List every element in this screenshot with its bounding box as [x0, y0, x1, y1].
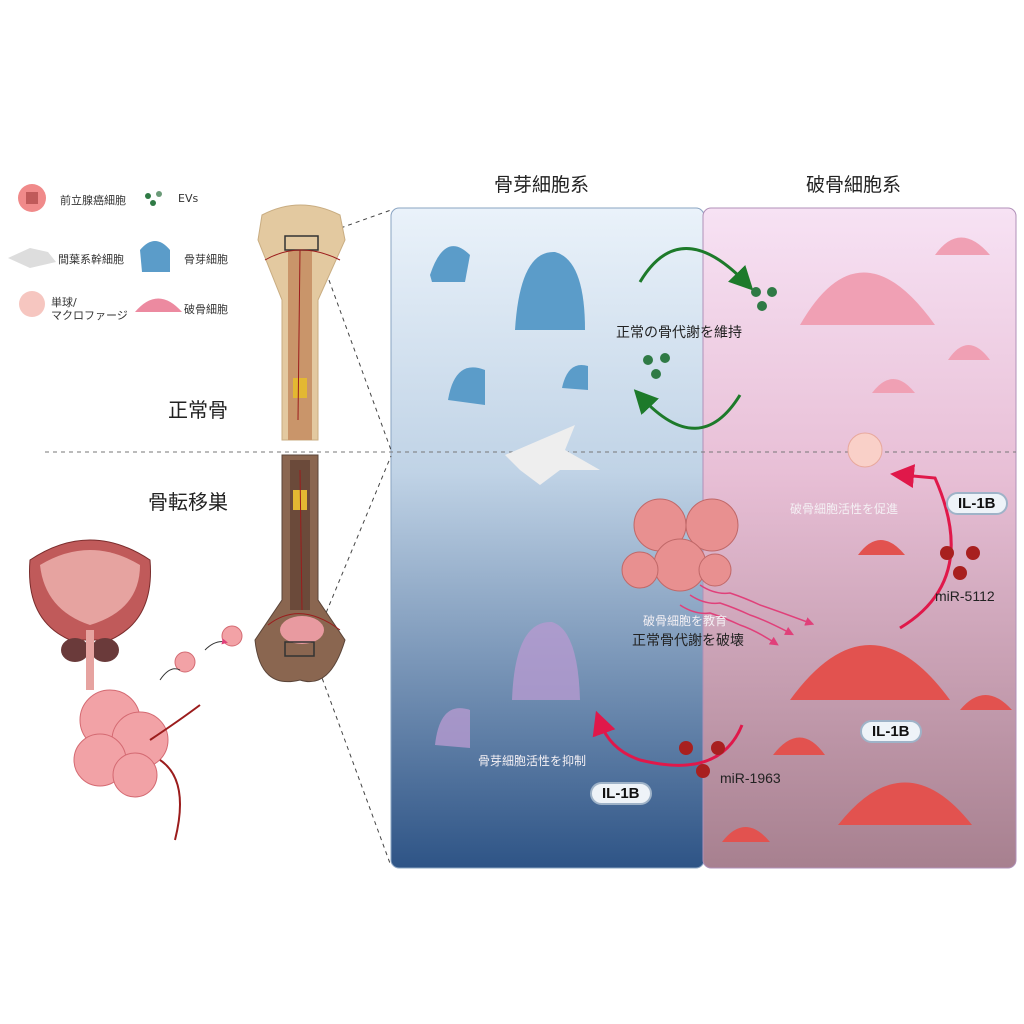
legend-monocyte-1: 単球/ [51, 296, 77, 309]
osteoclast-panel-title: 破骨細胞系 [806, 174, 902, 196]
activated-osteoclasts [722, 540, 1012, 842]
mir1963-label: miR-1963 [720, 770, 781, 786]
monocyte-cell [847, 432, 883, 468]
label-normal-bone: 正常骨 [168, 398, 228, 422]
cancer-cell-cluster [621, 498, 739, 592]
red-arrow-promote [890, 464, 953, 630]
legend-monocyte-2: マクロファージ [51, 309, 128, 322]
legend-msc: 間葉系幹細胞 [58, 253, 124, 266]
tumor-vessels [149, 704, 201, 841]
legend-prostate-cancer-cell: 前立腺癌細胞 [60, 194, 126, 207]
il1b-badge-mid: IL-1B [860, 720, 922, 743]
legend-icons [8, 184, 182, 317]
annotation-destroy: 正常骨代謝を破壊 [632, 633, 744, 649]
metastasis-arrows [159, 642, 225, 681]
mirna-particles [679, 546, 980, 778]
annotation-suppress: 骨芽細胞活性を抑制 [478, 754, 587, 768]
msc-cell [505, 425, 600, 485]
legend-osteoblast: 骨芽細胞 [184, 253, 228, 266]
green-arrow-top [638, 247, 754, 291]
ev-particles [643, 287, 777, 379]
suppressed-osteoblasts [435, 621, 580, 748]
annotation-promote: 破骨細胞活性を促進 [790, 502, 899, 516]
zoom-guide-lines [313, 209, 392, 867]
mir5112-label: miR-5112 [935, 588, 995, 604]
il1b-badge-top: IL-1B [946, 492, 1008, 515]
red-arrow-suppress [592, 710, 744, 767]
il1b-badge-bottom: IL-1B [590, 782, 652, 805]
signal-wavy-arrows [679, 584, 815, 646]
normal-osteoclasts [800, 237, 990, 393]
annotation-maintain: 正常の骨代謝を維持 [616, 325, 742, 341]
osteoblast-cells [430, 246, 588, 405]
annotation-educate: 破骨細胞を教育 [643, 614, 728, 628]
bladder-prostate-illustration [29, 539, 151, 690]
label-bone-metastasis: 骨転移巣 [148, 490, 228, 514]
legend-osteoclast: 破骨細胞 [184, 303, 228, 316]
green-arrow-bottom [633, 389, 742, 430]
legend-evs: EVs [178, 192, 199, 205]
bone-illustration [254, 204, 346, 683]
osteoblast-panel-title: 骨芽細胞系 [494, 174, 590, 196]
